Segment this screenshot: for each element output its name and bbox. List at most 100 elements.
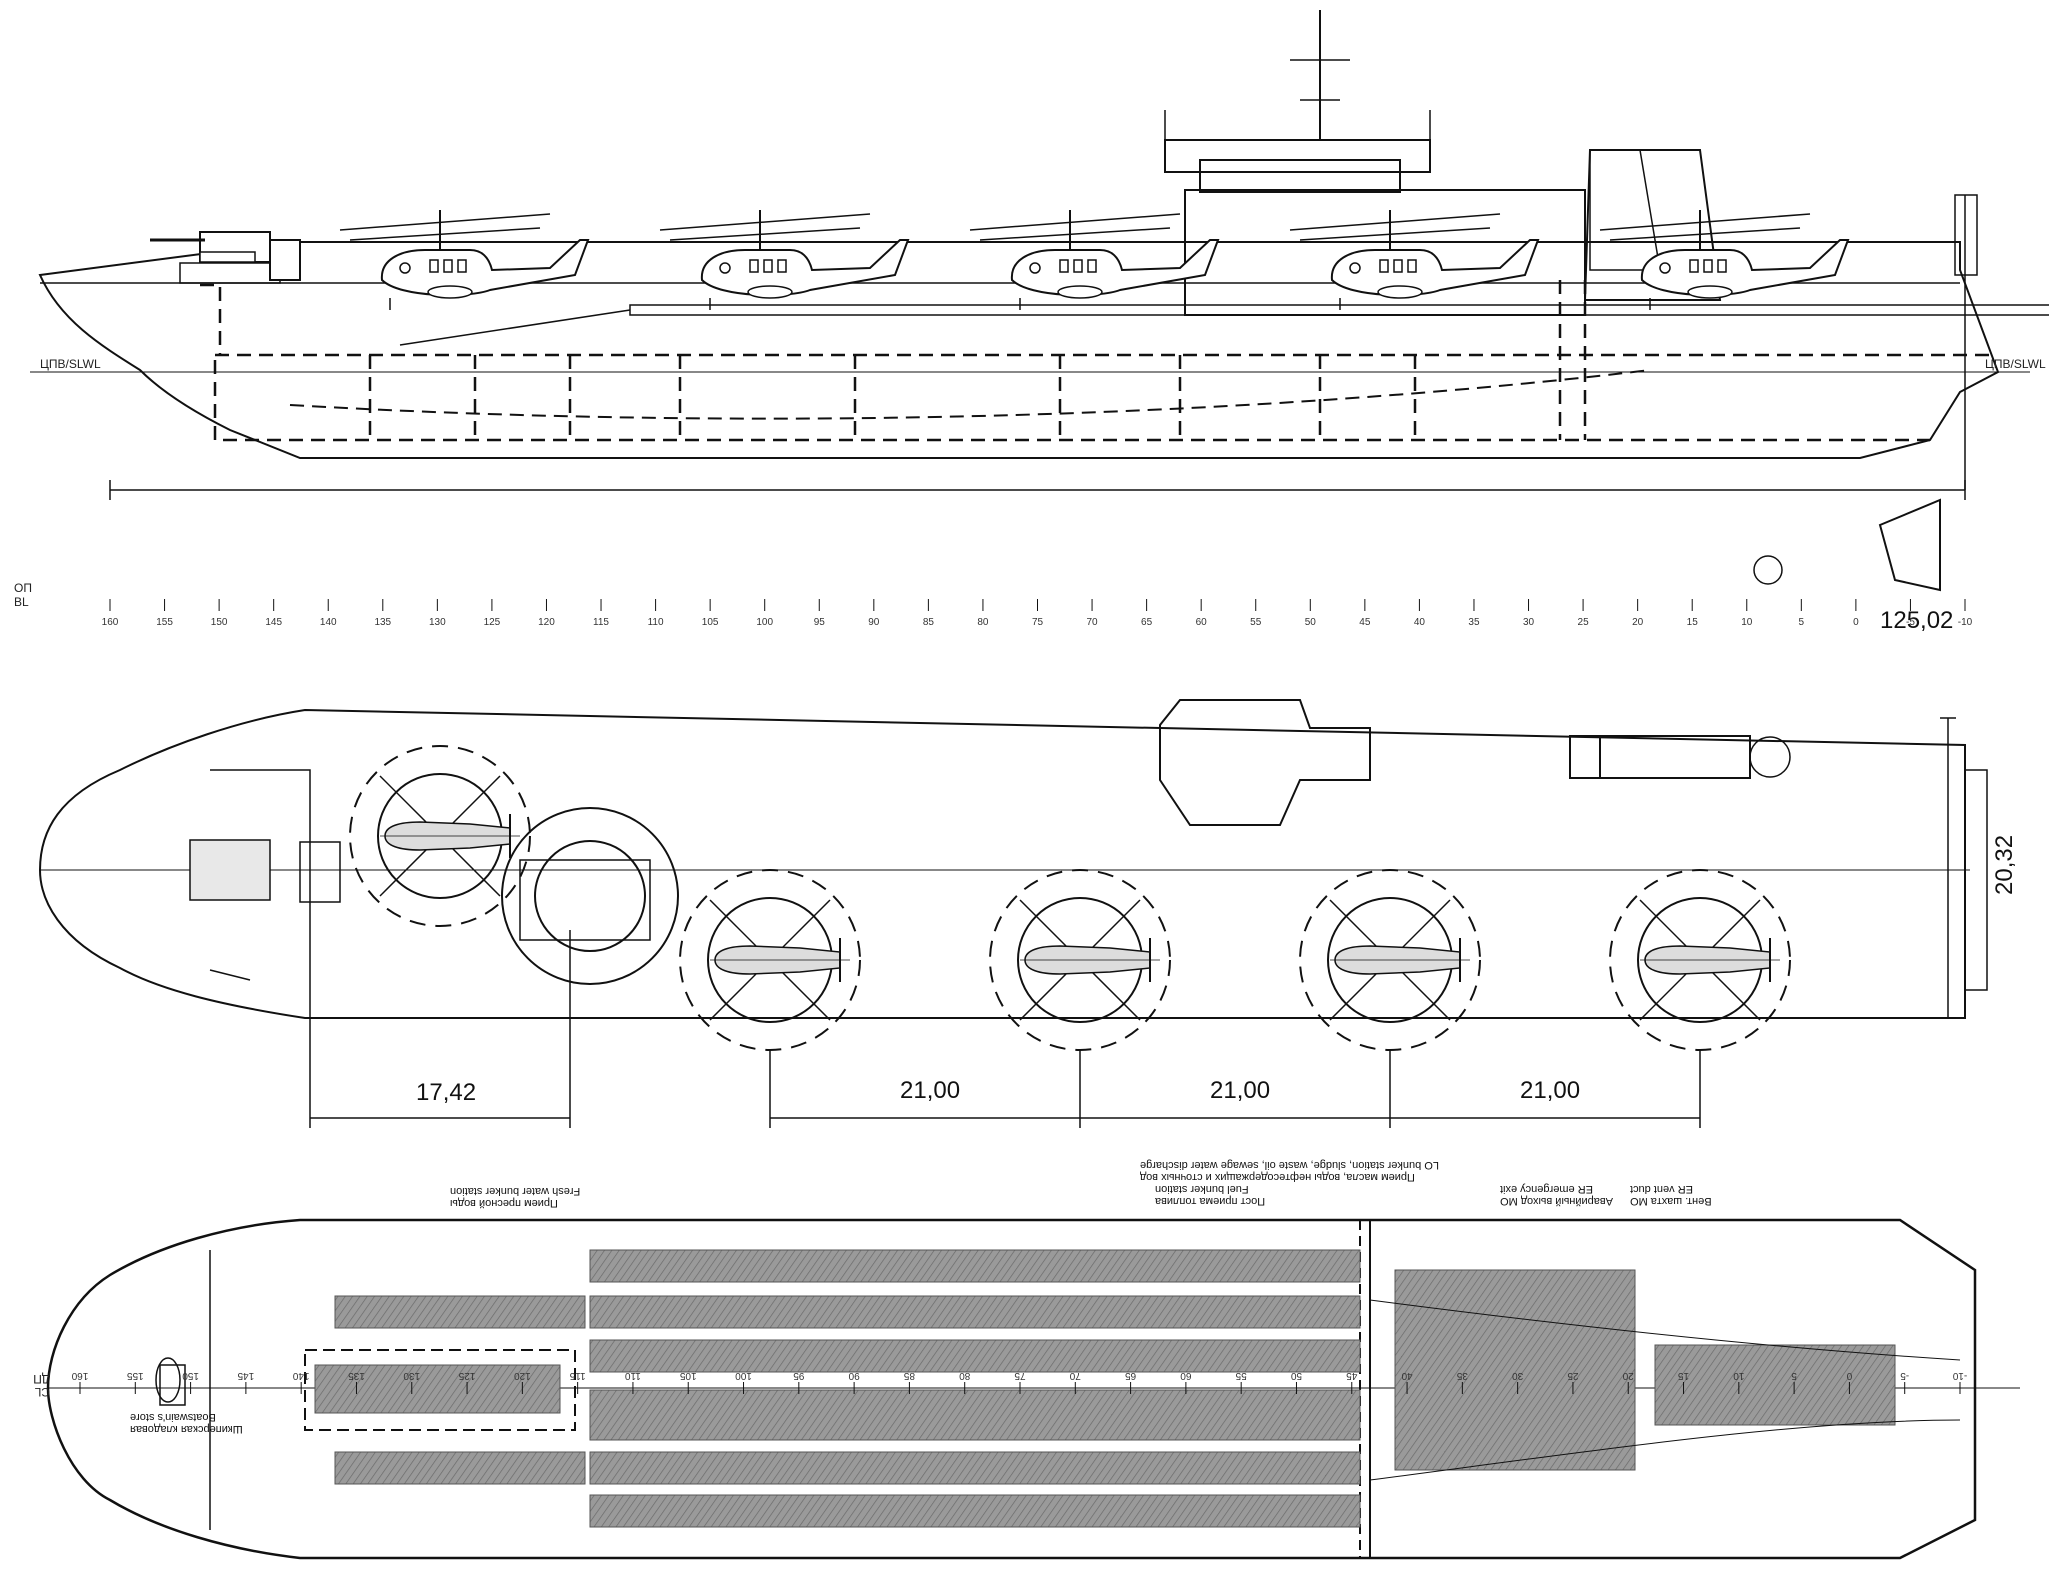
lo-note-en: LO bunker station, sludge, waste oil, se…	[1140, 1159, 1439, 1171]
hold-frame-label: 5	[1791, 1370, 1797, 1381]
helicopter-side-2	[659, 209, 909, 311]
emergency-note-ru: Аварийный выход МО	[1500, 1195, 1613, 1207]
profile-frame-label: 115	[593, 617, 609, 628]
spacing-dimension-3: 21,00	[1520, 1077, 1580, 1104]
profile-frame-label: 25	[1578, 617, 1590, 628]
hold-frame-label: 65	[1125, 1370, 1137, 1381]
hold-frame-label: 10	[1733, 1370, 1745, 1381]
hold-frame-label: 15	[1678, 1370, 1690, 1381]
profile-frame-label: 155	[156, 617, 173, 628]
profile-frame-label: 15	[1687, 617, 1699, 628]
fresh-water-note-ru: Прием пресной воды	[450, 1197, 558, 1209]
hold-frame-label: 100	[735, 1370, 752, 1381]
fuel-note-en: Fuel bunker station	[1155, 1183, 1249, 1195]
profile-frame-label: 20	[1632, 617, 1644, 628]
bow-spacing-dimension: 17,42	[416, 1079, 476, 1106]
hangar-elevator	[501, 807, 679, 985]
profile-frame-label: -5	[1906, 617, 1915, 628]
profile-frame-label: 5	[1799, 617, 1805, 628]
vent-note-en: ER vent duct	[1630, 1183, 1693, 1195]
profile-frame-label: 10	[1741, 617, 1753, 628]
profile-frame-label: 110	[648, 617, 664, 628]
hold-frame-label: 60	[1180, 1370, 1192, 1381]
hold-frame-label: 115	[569, 1370, 585, 1381]
profile-frame-label: 35	[1468, 617, 1480, 628]
profile-frame-label: 30	[1523, 617, 1535, 628]
profile-frame-label: 50	[1305, 617, 1317, 628]
gun-plan	[189, 839, 271, 901]
hold-frame-label: -10	[1952, 1370, 1967, 1381]
hold-plan-outline	[46, 1218, 1977, 1560]
profile-frame-label: 65	[1141, 617, 1153, 628]
helipad-5	[1609, 869, 1791, 1051]
helicopter-side-5	[1599, 209, 1849, 311]
centerline-label-en: CL	[34, 1385, 50, 1399]
profile-frame-label: 0	[1853, 617, 1859, 628]
hold-frame-label: 135	[348, 1370, 365, 1381]
profile-frame-label: -10	[1958, 617, 1973, 628]
profile-frame-label: 125	[484, 617, 501, 628]
deckhouse-plan	[1159, 699, 1371, 826]
profile-frame-label: 100	[756, 617, 773, 628]
hold-frame-label: 55	[1235, 1370, 1247, 1381]
funnel	[1583, 149, 1722, 301]
hold-frame-label: 35	[1456, 1370, 1468, 1381]
beam-dimension: 20,32	[1991, 835, 2018, 895]
hull-profile	[38, 241, 2000, 459]
radar-director	[269, 239, 301, 281]
length-dimension: 125,02	[1880, 607, 1953, 634]
hold-frame-label: -5	[1900, 1370, 1909, 1381]
hold-frame-label: 45	[1346, 1370, 1358, 1381]
profile-frame-label: 90	[868, 617, 880, 628]
profile-frame-label: 105	[702, 617, 719, 628]
bridge	[1164, 139, 1431, 173]
profile-frame-label: 160	[102, 617, 119, 628]
helipad-4	[1299, 869, 1481, 1051]
emergency-note-en: ER emergency exit	[1500, 1183, 1593, 1195]
hold-frame-label: 155	[127, 1370, 144, 1381]
hold-frame-label: 40	[1401, 1370, 1413, 1381]
hold-frame-label: 110	[625, 1370, 641, 1381]
profile-frame-label: 80	[977, 617, 989, 628]
spacing-dimension-2: 21,00	[1210, 1077, 1270, 1104]
hold-frame-label: 130	[403, 1370, 420, 1381]
hold-frame-label: 90	[848, 1370, 860, 1381]
centerline-label-ru: ДП	[33, 1372, 50, 1386]
helipad-3	[989, 869, 1171, 1051]
hold-frame-label: 0	[1846, 1370, 1852, 1381]
hold-frame-label: 95	[793, 1370, 805, 1381]
profile-frame-label: 85	[923, 617, 935, 628]
profile-frame-label: 40	[1414, 617, 1426, 628]
hold-frame-label: 20	[1622, 1370, 1634, 1381]
hold-frame-label: 80	[959, 1370, 971, 1381]
spacing-dimension-1: 21,00	[900, 1077, 960, 1104]
hold-frame-label: 30	[1512, 1370, 1524, 1381]
profile-frame-label: 60	[1196, 617, 1208, 628]
hold-frame-label: 70	[1069, 1370, 1081, 1381]
rudder-propeller	[1878, 498, 1941, 592]
hold-frame-label: 120	[514, 1370, 531, 1381]
profile-frame-label: 70	[1086, 617, 1098, 628]
lo-note-ru: Прием масла, воды нефтесодержащих и сточ…	[1139, 1171, 1414, 1183]
hold-frame-label: 125	[458, 1370, 475, 1381]
fresh-water-note-en: Fresh water bunker station	[450, 1185, 580, 1197]
hold-frame-label: 75	[1014, 1370, 1026, 1381]
helicopter-side-1	[339, 209, 589, 311]
profile-frame-label: 145	[265, 617, 282, 628]
hold-frame-label: 50	[1290, 1370, 1302, 1381]
hold-frame-label: 105	[679, 1370, 696, 1381]
hold-frame-label: 150	[182, 1370, 199, 1381]
profile-frame-label: 120	[538, 617, 555, 628]
baseline-label-en: BL	[14, 595, 29, 609]
hold-frame-label: 140	[292, 1370, 309, 1381]
baseline-label-ru: ОП	[14, 581, 32, 595]
profile-frame-label: 45	[1359, 617, 1371, 628]
cargo-tanks	[314, 1249, 1896, 1528]
profile-frame-label: 55	[1250, 617, 1262, 628]
store-note-ru: Шкиперская кладовая	[130, 1423, 243, 1435]
profile-frame-label: 140	[320, 617, 337, 628]
